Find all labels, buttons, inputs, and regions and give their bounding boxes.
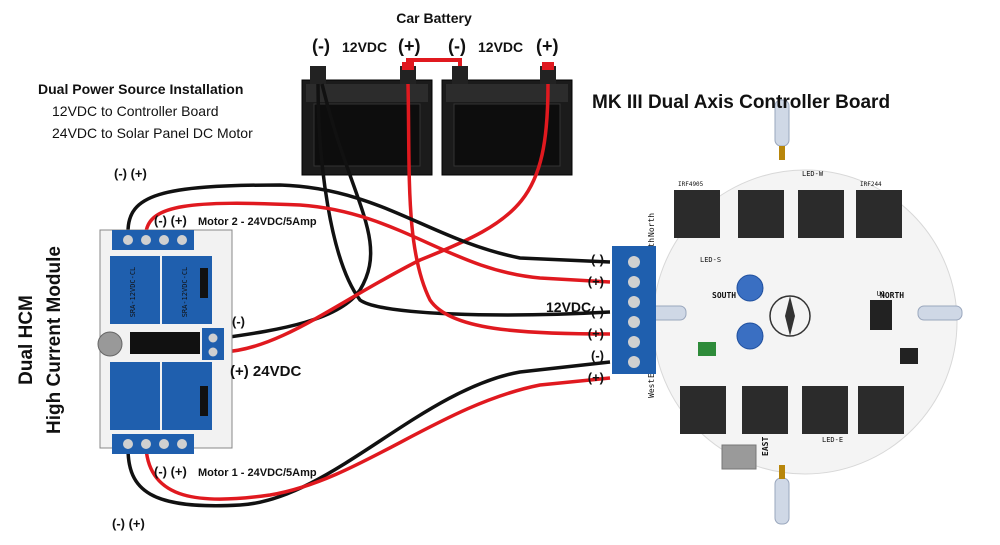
ic-u1 — [870, 300, 892, 330]
battery-2-neg-post — [452, 66, 468, 84]
battery-2 — [441, 62, 573, 176]
hcm-fuse — [130, 332, 200, 354]
ctrl-terminal-6: (+) — [588, 370, 604, 385]
wire-12v-positive — [406, 83, 611, 336]
wire-24v-positive — [221, 83, 550, 354]
ic-label: U1 — [877, 290, 885, 298]
motor1-terminal-label: (-) (+) — [154, 464, 187, 479]
hcm-side-label-1: Dual HCM — [16, 295, 37, 385]
mosfet-q6 — [742, 386, 788, 434]
controller-board: U1 North South East West SOU — [612, 99, 963, 525]
hcm-top-terminal-block — [112, 230, 194, 250]
wire-motor1-negative — [126, 360, 611, 508]
hcm-relay-1 — [110, 256, 160, 324]
led-sensor-east — [774, 465, 790, 525]
mosfet-q2 — [738, 190, 784, 238]
motor2-terminal-label: (-) (+) — [154, 213, 187, 228]
pcb-label-north-side: NORTH — [880, 291, 904, 300]
pot-south — [736, 274, 764, 302]
motor1-polarity-label: (-) (+) — [112, 516, 145, 531]
hcm-side-label-2: High Current Module — [44, 246, 65, 434]
pcb-label-west: West — [647, 379, 656, 398]
battery-2-pos-label: (+) — [536, 36, 559, 56]
hcm-supply-pos-label: (+) 24VDC — [230, 363, 301, 380]
hcm-module: SRA-12VDC-CL SRA-12VDC-CL — [97, 229, 233, 454]
hcm-relay-3 — [110, 362, 160, 430]
wire-motor2-positive — [144, 201, 611, 284]
mosfet-q3 — [798, 190, 844, 238]
battery-1-pos-post — [400, 66, 416, 84]
ctrl-terminal-3: (-) — [591, 304, 604, 319]
install-line-1: 12VDC to Controller Board — [52, 103, 219, 119]
ctrl-terminal-5: (-) — [591, 348, 604, 363]
pot-west — [736, 322, 764, 350]
ctrl-terminal-2: (+) — [588, 274, 604, 289]
led-sensor-north — [774, 99, 790, 160]
led-sensor-right — [917, 305, 963, 321]
battery-jumper-wire — [406, 58, 462, 66]
motor2-polarity-label: (-) (+) — [114, 166, 147, 181]
mosfet-q5 — [680, 386, 726, 434]
pcb-label-led-e: LED-E — [822, 436, 843, 444]
battery-2-neg-label: (-) — [448, 36, 466, 56]
mosfet-q8 — [858, 386, 904, 434]
wire-12v-negative — [316, 83, 611, 317]
mosfet-q4 — [856, 190, 902, 238]
install-heading: Dual Power Source Installation — [38, 81, 243, 97]
battery-1-pos-label: (+) — [398, 36, 421, 56]
pcb-label-led-w: LED-W — [802, 170, 824, 178]
motor1-label: Motor 1 - 24VDC/5Amp — [198, 467, 317, 479]
ctrl-terminal-4: (+) — [588, 326, 604, 341]
hcm-bottom-terminal-block — [112, 434, 194, 454]
wire-motor1-positive — [144, 376, 611, 501]
pcb-label-irf4905: IRF4905 — [678, 181, 704, 188]
battery-1-neg-label: (-) — [312, 36, 330, 56]
pcb-label-north: North — [647, 213, 656, 237]
hcm-supply-neg-label: (-) — [232, 314, 245, 329]
battery-2-pos-post — [540, 66, 556, 84]
mosfet-q1 — [674, 190, 720, 238]
battery-1-volt-label: 12VDC — [342, 39, 387, 55]
battery-2-volt-label: 12VDC — [478, 39, 523, 55]
motor2-label: Motor 2 - 24VDC/5Amp — [198, 216, 317, 228]
pcb-label-irf244: IRF244 — [860, 181, 882, 188]
wire-motor2-negative — [126, 183, 611, 264]
hcm-supply-terminal — [202, 328, 224, 360]
battery-1-neg-post — [310, 66, 326, 84]
mosfet-q7 — [802, 386, 848, 434]
controller-title: MK III Dual Axis Controller Board — [592, 92, 890, 113]
pcb-label-south-pot: SOUTH — [712, 291, 736, 300]
install-line-2: 24VDC to Solar Panel DC Motor — [52, 125, 253, 141]
relay-text: SRA-12VDC-CL — [129, 267, 137, 318]
battery-title: Car Battery — [396, 10, 472, 26]
relay-text: SRA-12VDC-CL — [181, 267, 189, 318]
pcb-label-east-side: EAST — [761, 437, 770, 456]
pcb-label-led-s: LED-S — [700, 256, 721, 264]
ctrl-supply-label: 12VDC — [546, 299, 591, 315]
wire-24v-negative — [221, 83, 373, 340]
ctrl-terminal-1: (-) — [591, 252, 604, 267]
